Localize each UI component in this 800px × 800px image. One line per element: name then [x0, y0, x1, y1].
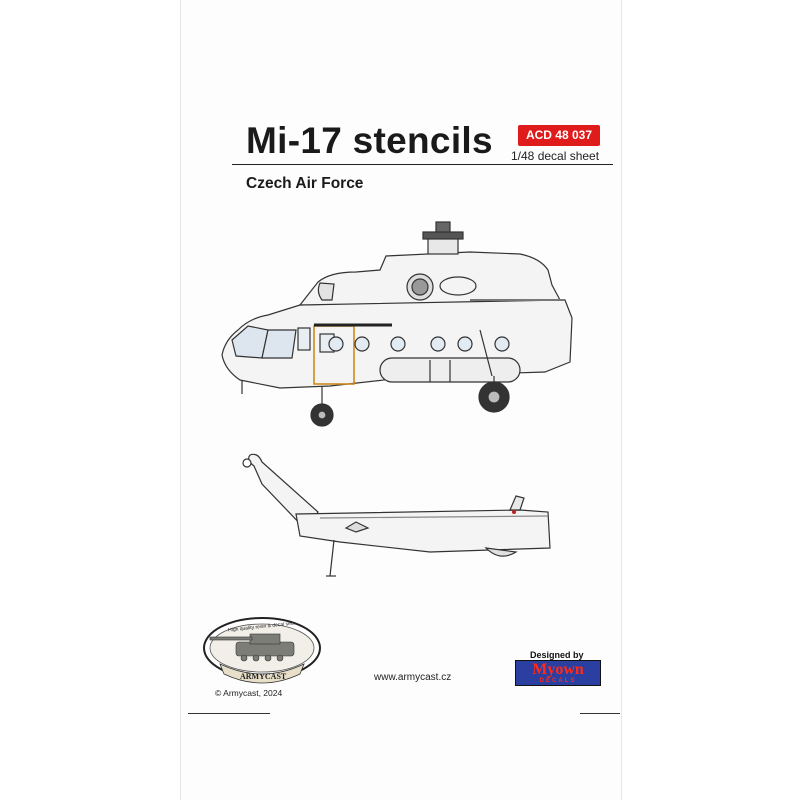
designer-logo-name: Myown: [515, 660, 601, 680]
helicopter-side-view: [221, 221, 573, 427]
product-code-badge: ACD 48 037: [518, 125, 600, 146]
title-divider: [232, 164, 613, 165]
tail-boom-view: [242, 453, 551, 577]
tank-icon: [209, 633, 295, 662]
right-trim-mark: [580, 713, 620, 714]
left-trim-mark: [188, 713, 270, 714]
sheet-title: Mi-17 stencils: [246, 120, 493, 161]
logo-name: ARMYCAST: [240, 672, 287, 681]
armycast-logo: [203, 617, 321, 684]
designed-by-label: Designed by: [530, 650, 584, 660]
designer-logo-sub: DECALS: [515, 678, 601, 686]
copyright-text: © Armycast, 2024: [215, 688, 283, 698]
scale-label: 1/48 decal sheet: [511, 149, 600, 163]
sheet-subtitle: Czech Air Force: [246, 175, 364, 192]
website-link[interactable]: www.armycast.cz: [374, 672, 452, 683]
